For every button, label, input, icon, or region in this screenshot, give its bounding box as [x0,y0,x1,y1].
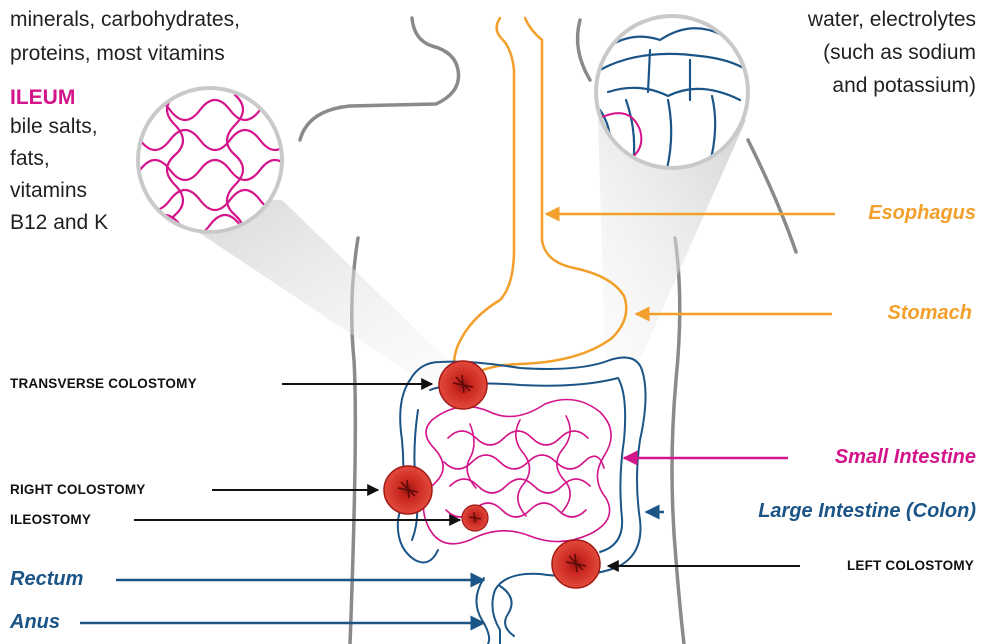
left-colostomy-label: LEFT COLOSTOMY [847,558,974,573]
ileostomy-label: ILEOSTOMY [10,512,91,527]
ileum-line-2: fats, [10,144,50,173]
ileum-line-4: B12 and K [10,208,108,237]
esophagus-label: Esophagus [868,202,976,225]
stoma-transverse [439,361,487,409]
right-colostomy-label: RIGHT COLOSTOMY [10,482,146,497]
stoma-right [384,466,432,514]
large-intestine-label: Large Intestine (Colon) [758,500,976,523]
right-absorption-line-2: (such as sodium [823,38,976,67]
ileum-line-1: bile salts, [10,112,98,141]
small-intestine [424,400,612,544]
right-absorption-line-1: water, electrolytes [808,5,976,34]
ileum-title: ILEUM [10,86,75,110]
small-intestine-label: Small Intestine [835,446,976,469]
ileum-line-3: vitamins [10,176,87,205]
left-absorption-line-2: proteins, most vitamins [10,39,225,68]
transverse-colostomy-label: TRANSVERSE COLOSTOMY [10,376,197,391]
stoma-ileostomy [462,505,488,531]
stomach-label: Stomach [888,302,972,325]
colon [398,358,646,644]
stoma-left [552,540,600,588]
left-absorption-line-1: minerals, carbohydrates, [10,5,240,34]
rectum-label: Rectum [10,568,83,591]
right-absorption-line-3: and potassium) [832,71,976,100]
anus-label: Anus [10,611,60,634]
